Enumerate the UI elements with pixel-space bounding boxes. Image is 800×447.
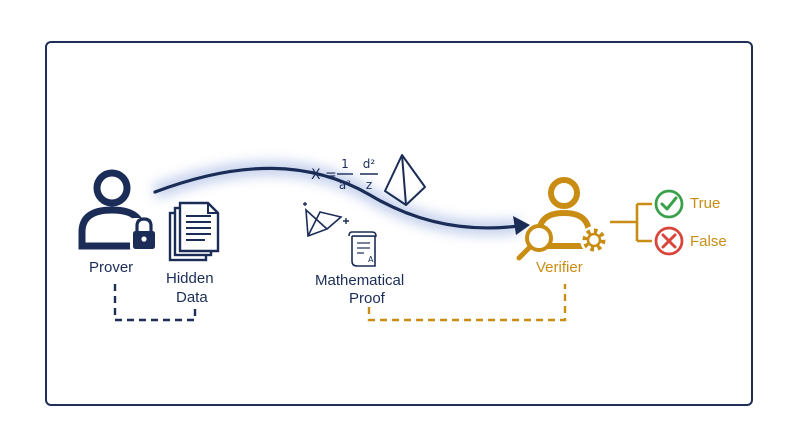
- verifier-label: Verifier: [536, 259, 583, 276]
- scroll-icon: A: [348, 231, 377, 267]
- prover-label: Prover: [89, 259, 134, 276]
- hidden-data-label-line2: Data: [176, 289, 208, 306]
- formula-frac2-num: d²: [363, 157, 376, 171]
- lock-icon: [130, 217, 158, 252]
- gear-icon: [580, 226, 608, 254]
- formula-frac1-num: 1: [341, 157, 349, 171]
- formula-frac2-den: z: [366, 178, 372, 192]
- proof-label-line2: Proof: [349, 290, 385, 307]
- formula-frac1-den: a²: [339, 178, 351, 192]
- check-circle-icon: [654, 189, 684, 219]
- proof-verifier-connector: [367, 284, 567, 322]
- formula: X = 1 a² d² z: [311, 157, 378, 192]
- x-circle-icon: [654, 226, 684, 256]
- scroll-letter: A: [368, 255, 374, 264]
- pyramid-icon: [384, 154, 426, 206]
- hidden-data-label-line1: Hidden: [166, 270, 214, 287]
- outcome-bracket: [610, 202, 652, 243]
- user-lock-icon: [78, 169, 146, 250]
- prover-data-connector: [113, 284, 197, 322]
- triangle-sketch-icon: [303, 202, 349, 238]
- proof-flow-arrow: [152, 161, 530, 235]
- outcome-false-label: False: [690, 233, 727, 250]
- magnifier-icon: [516, 224, 553, 261]
- formula-lhs: X =: [311, 167, 337, 183]
- outcome-true-label: True: [690, 195, 721, 212]
- documents-icon: [168, 201, 220, 262]
- proof-label-line1: Mathematical: [315, 272, 405, 289]
- diagram-frame: [45, 41, 753, 406]
